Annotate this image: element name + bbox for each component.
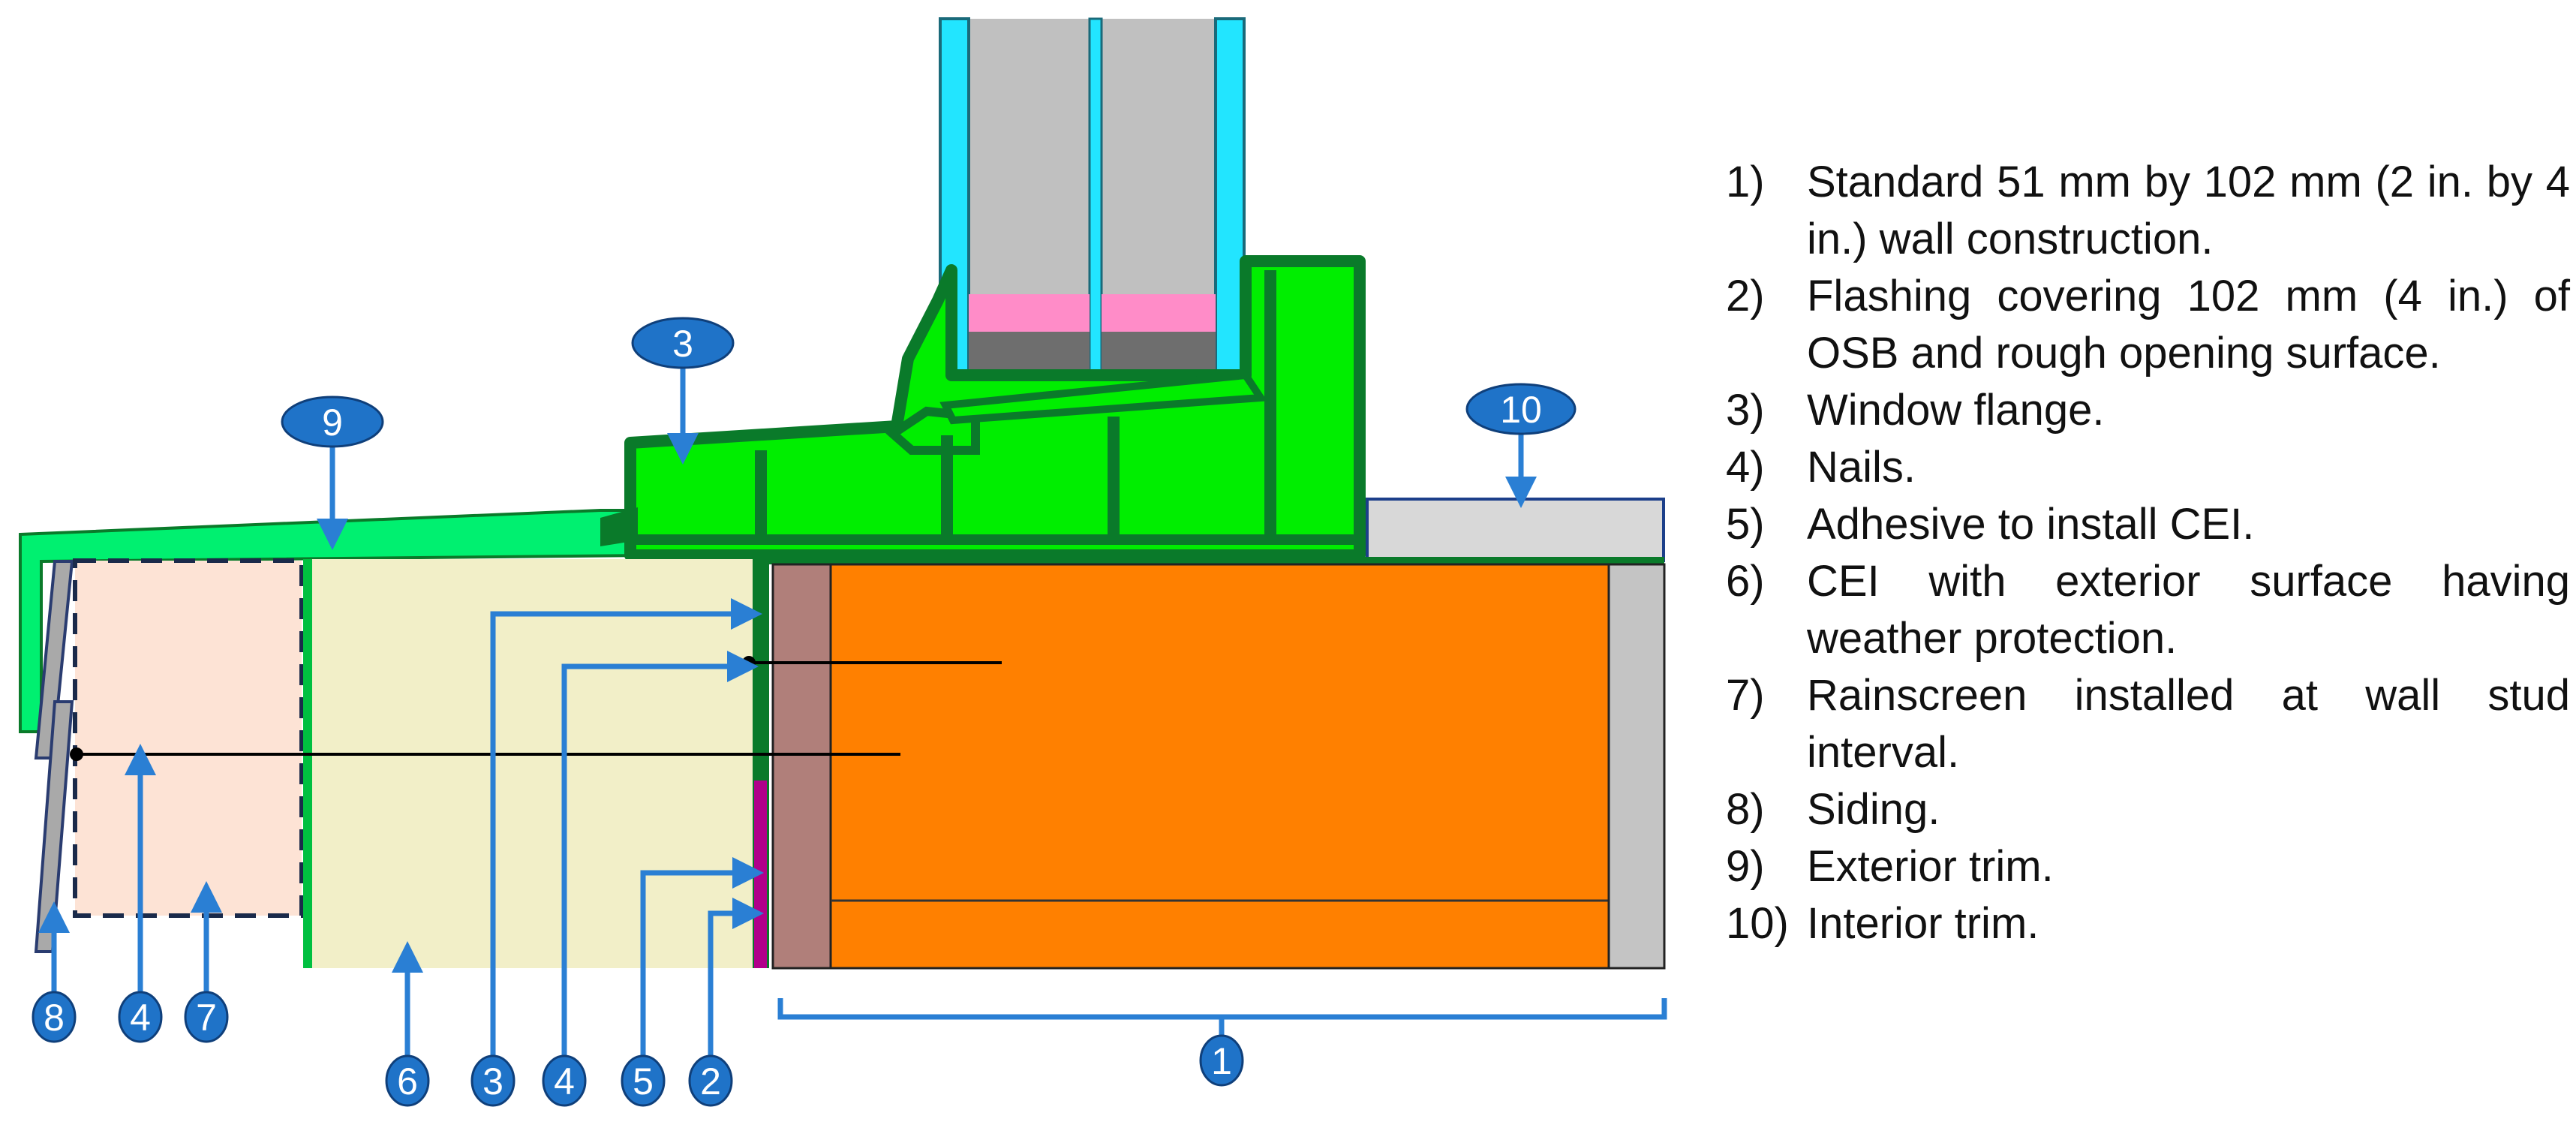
frame-inner-ledge	[939, 371, 1267, 425]
callout-7: 7	[184, 991, 229, 1043]
callout-9: 9	[281, 396, 384, 448]
legend-item-number: 2)	[1726, 272, 1765, 320]
bracket-1	[777, 998, 1667, 1039]
legend-item: 2) Flashing covering 102 mm (4 in.) of OS…	[1726, 268, 2570, 382]
arrow-3-bottom	[490, 598, 762, 1058]
legend-item: 9) Exterior trim.	[1726, 838, 2570, 895]
callout-5-label: 5	[633, 1060, 654, 1102]
legend-item-text: Standard 51 mm by 102 mm (2 in. by 4 in.…	[1807, 158, 2570, 263]
spacer-pink-right	[1102, 294, 1216, 332]
legend-item-number: 10)	[1726, 899, 1789, 948]
legend-item: 7) Rainscreen installed at wall stud inte…	[1726, 667, 2570, 781]
callout-7-label: 7	[196, 997, 217, 1039]
window-flange	[600, 507, 638, 546]
callouts: 3 9 10 8 4 7 6 3	[32, 317, 1577, 1107]
callout-10: 10	[1465, 383, 1577, 435]
frame-rib-3	[1108, 417, 1120, 540]
leader-arrows	[38, 365, 1667, 1058]
drywall	[1607, 563, 1666, 970]
callout-6-label: 6	[397, 1060, 418, 1102]
legend-list: 1) Standard 51 mm by 102 mm (2 in. by 4 i…	[1726, 154, 2570, 952]
osb-sheathing	[771, 563, 832, 970]
legend-item-number: 3)	[1726, 386, 1765, 435]
callout-2-label: 2	[700, 1060, 721, 1102]
legend-item: 8) Siding.	[1726, 781, 2570, 838]
legend-item-number: 9)	[1726, 842, 1765, 891]
legend-item-text: Siding.	[1807, 785, 1940, 834]
callout-3-bottom-label: 3	[482, 1060, 503, 1102]
window-frame	[600, 255, 1366, 561]
callout-1: 1	[1199, 1034, 1244, 1087]
legend-item-text: Interior trim.	[1807, 899, 2039, 948]
callout-5: 5	[621, 1054, 666, 1107]
legend-item: 6) CEI with exterior surface having weath…	[1726, 553, 2570, 667]
legend-item-number: 1)	[1726, 158, 1765, 206]
cei-green-edge	[303, 559, 312, 968]
frame-rib-1	[755, 450, 767, 540]
spacer-dark-left	[969, 332, 1090, 371]
legend-item: 3) Window flange.	[1726, 382, 2570, 439]
callout-1-label: 1	[1211, 1040, 1232, 1082]
legend-item: 10) Interior trim.	[1726, 895, 2570, 952]
legend-item-text: CEI with exterior surface having weather…	[1807, 557, 2570, 663]
callout-3-top-label: 3	[672, 323, 693, 365]
legend-item-text: Flashing covering 102 mm (4 in.) of OSB …	[1807, 272, 2570, 378]
spacer-pink-left	[969, 294, 1090, 332]
legend-item-number: 6)	[1726, 557, 1765, 606]
legend-item-text: Exterior trim.	[1807, 842, 2054, 891]
callout-4-left-label: 4	[130, 997, 151, 1039]
spacer-dark-right	[1102, 332, 1216, 371]
legend-item-text: Rainscreen installed at wall stud interv…	[1807, 671, 2570, 777]
legend-item-text: Nails.	[1807, 443, 1916, 492]
callout-9-label: 9	[322, 402, 343, 444]
legend-item-number: 4)	[1726, 443, 1765, 492]
rainscreen	[73, 558, 304, 918]
glazing-unit	[939, 17, 1258, 377]
frame-chamber-divider	[630, 534, 1360, 545]
callout-4-mid-label: 4	[554, 1060, 575, 1102]
callout-2: 2	[688, 1054, 733, 1107]
callout-6: 6	[385, 1054, 430, 1107]
callout-3-top: 3	[631, 317, 735, 369]
legend-item-text: Window flange.	[1807, 386, 2105, 435]
nail-head-rainscreen	[70, 747, 83, 761]
callout-10-label: 10	[1500, 389, 1542, 431]
wall-stud	[829, 563, 1610, 970]
legend-item-number: 5)	[1726, 500, 1765, 549]
callout-4-mid: 4	[542, 1054, 587, 1107]
legend-item-number: 7)	[1726, 671, 1765, 720]
arrow-2	[708, 898, 764, 1058]
adhesive	[754, 781, 767, 968]
legend-item-text: Adhesive to install CEI.	[1807, 500, 2255, 549]
flashing-top	[753, 557, 1664, 564]
callout-3-bottom: 3	[470, 1054, 516, 1107]
glazing-edge-mid	[1088, 17, 1103, 377]
frame-snap-bead	[885, 406, 980, 455]
cei-insulation	[303, 559, 757, 968]
callout-8: 8	[32, 991, 77, 1043]
legend-item-number: 8)	[1726, 785, 1765, 834]
callout-8-label: 8	[44, 997, 65, 1039]
frame-rib-2	[941, 435, 953, 540]
arrow-5	[640, 857, 764, 1058]
arrow-4-mid	[561, 651, 759, 1058]
legend-item: 4) Nails.	[1726, 439, 2570, 496]
frame-rib-4	[1264, 270, 1276, 540]
nail-head-flange	[742, 656, 756, 669]
legend-item: 1) Standard 51 mm by 102 mm (2 in. by 4 i…	[1726, 154, 2570, 268]
interior-trim	[1366, 498, 1665, 562]
exterior-trim	[19, 509, 647, 733]
legend-item: 5) Adhesive to install CEI.	[1726, 496, 2570, 553]
callout-4-left: 4	[118, 991, 163, 1043]
